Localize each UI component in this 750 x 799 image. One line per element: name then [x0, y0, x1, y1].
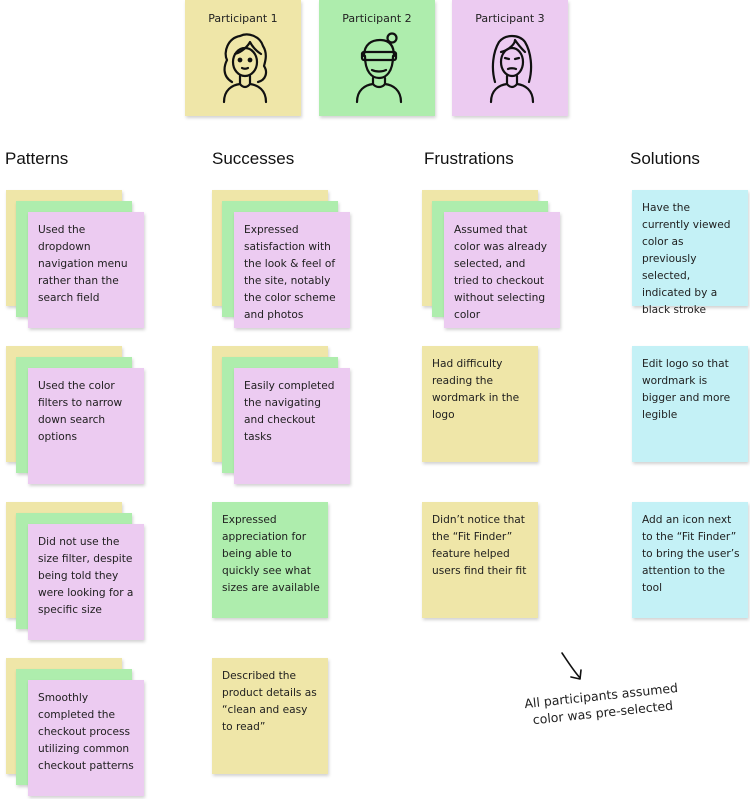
note-text: Edit logo so that wordmark is bigger and… [642, 358, 731, 421]
sticky-note-success[interactable]: Easily completed the navigating and chec… [234, 368, 350, 484]
sticky-note-success[interactable]: Expressed appreciation for being able to… [212, 502, 328, 618]
woman-long-hair-icon [489, 34, 535, 104]
sticky-note-frustration[interactable]: Had difficulty reading the wordmark in t… [422, 346, 538, 462]
sticky-note-pattern[interactable]: Smoothly completed the checkout process … [28, 680, 144, 796]
participant-label: Participant 2 [342, 12, 412, 25]
note-text: Had difficulty reading the wordmark in t… [432, 358, 520, 421]
participant-label: Participant 3 [475, 12, 545, 25]
annotation-text: All participants assumed color was pre-s… [523, 680, 679, 728]
sticky-note-solution[interactable]: Have the currently viewed color as previ… [632, 190, 748, 316]
column-heading-frustrations: Frustrations [424, 149, 514, 168]
participant-card-1[interactable]: Participant 1 [185, 0, 301, 116]
sticky-note-success[interactable]: Described the product details as “clean … [212, 658, 328, 774]
hand-drawn-arrow-icon [561, 652, 582, 680]
sticky-note-solution[interactable]: Add an icon next to the “Fit Finder” to … [632, 502, 748, 618]
sticky-note-pattern[interactable]: Used the dropdown navigation menu rather… [28, 212, 144, 328]
note-text: Expressed appreciation for being able to… [222, 514, 320, 594]
sticky-note-pattern[interactable]: Did not use the size filter, despite bei… [28, 524, 144, 640]
person-glasses-bun-icon [355, 32, 403, 104]
participant-card-3[interactable]: Participant 3 [452, 0, 568, 116]
sticky-note-frustration[interactable]: Didn’t notice that the “Fit Finder” feat… [422, 502, 538, 618]
note-text: Used the dropdown navigation menu rather… [38, 224, 128, 304]
column-heading-successes: Successes [212, 149, 295, 168]
sticky-note-solution[interactable]: Edit logo so that wordmark is bigger and… [632, 346, 748, 462]
note-text: Smoothly completed the checkout process … [38, 692, 134, 772]
column-heading-patterns: Patterns [5, 149, 69, 168]
note-text: Easily completed the navigating and chec… [244, 380, 335, 443]
woman-curly-hair-icon [222, 33, 268, 104]
note-text: Expressed satisfaction with the look & f… [244, 224, 336, 321]
note-text: Assumed that color was already selected,… [454, 224, 548, 321]
sticky-note-pattern[interactable]: Used the color filters to narrow down se… [28, 368, 144, 484]
note-text: Didn’t notice that the “Fit Finder” feat… [432, 514, 527, 577]
note-text: Have the currently viewed color as previ… [642, 202, 731, 316]
column-heading-solutions: Solutions [630, 149, 700, 168]
participant-label: Participant 1 [208, 12, 278, 25]
note-text: Add an icon next to the “Fit Finder” to … [642, 514, 740, 594]
note-text: Described the product details as “clean … [222, 670, 317, 733]
participant-card-2[interactable]: Participant 2 [319, 0, 435, 116]
sticky-note-success[interactable]: Expressed satisfaction with the look & f… [234, 212, 350, 328]
sticky-note-frustration[interactable]: Assumed that color was already selected,… [444, 212, 560, 328]
note-text: Used the color filters to narrow down se… [38, 380, 123, 443]
note-text: Did not use the size filter, despite bei… [38, 536, 134, 616]
